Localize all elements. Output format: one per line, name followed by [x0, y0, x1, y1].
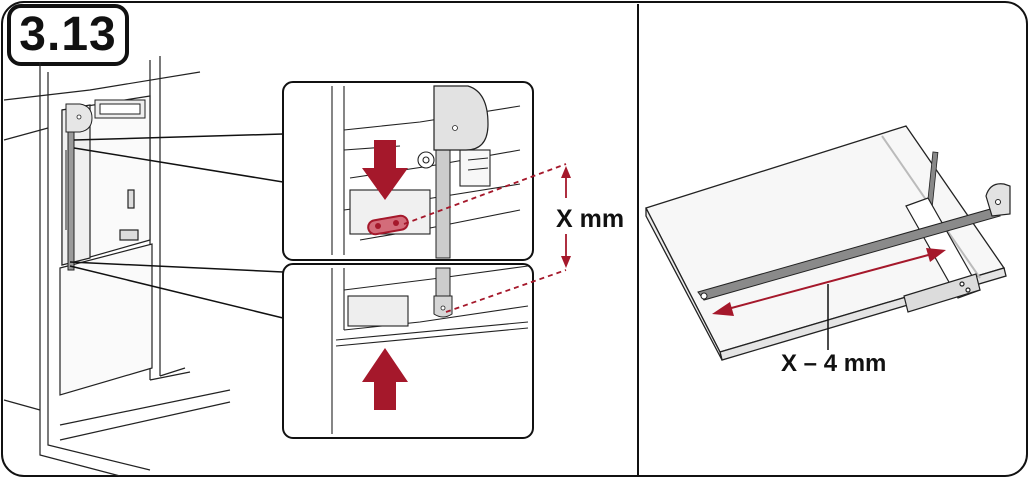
dimension-label-x-minus-4: X – 4 mm: [781, 350, 887, 377]
arrow-down-icon: [362, 140, 408, 200]
step-number: 3.13: [19, 7, 117, 61]
dimension-label-x: X mm: [556, 205, 625, 233]
dimension-arrow-icon: [561, 166, 571, 268]
template-rail-left: [65, 103, 93, 271]
dashed-reference-lines: [403, 163, 567, 313]
zoom-box-upper: [282, 81, 534, 261]
left-panel: [3, 56, 571, 477]
measure-arrow-icon: [712, 248, 946, 316]
arrow-up-icon: [362, 348, 408, 410]
step-number-box: [7, 4, 129, 66]
right-panel: [645, 125, 1011, 361]
callout-leaders: [69, 133, 284, 319]
set-square: [903, 197, 981, 313]
slot-highlight: [367, 214, 409, 236]
zoom-box-lower: [282, 263, 534, 439]
measure-rail: [697, 183, 1011, 301]
appliance-lower: [59, 243, 153, 396]
